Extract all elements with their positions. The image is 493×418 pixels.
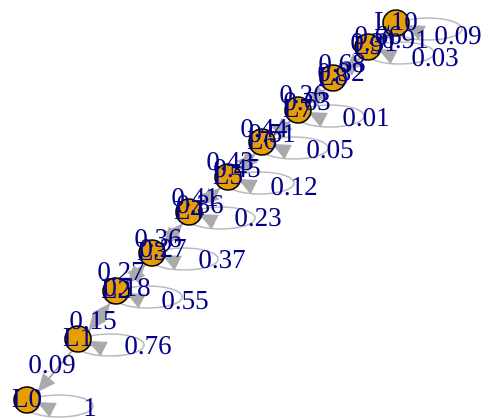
edge-arrowhead-l8-l7 <box>309 85 329 104</box>
self-loop-arrowhead-L3 <box>162 255 182 271</box>
node-l8 <box>319 64 347 92</box>
self-loop-arrowhead-L2 <box>126 293 146 309</box>
edge-arrowhead-l5-l4 <box>200 187 220 206</box>
self-loop-arrowhead-L10 <box>406 25 426 41</box>
node-l1 <box>64 325 92 353</box>
node-label-l9: L9 <box>353 30 383 60</box>
self-loop-arrowhead-L9 <box>378 49 398 65</box>
edges-layer <box>24 17 463 418</box>
edge-label-l8-l7: 0.32 <box>317 57 364 87</box>
node-label-l6: L6 <box>247 125 277 155</box>
edge-arrowhead-l1-l0 <box>37 373 56 392</box>
edge-label-l6-l5: 0.44 <box>240 113 288 143</box>
edge-label-l7-l8: 0.63 <box>283 86 330 116</box>
node-label-l5: L5 <box>213 160 243 190</box>
node-l5 <box>214 163 242 191</box>
self-loop-arrowhead-L5 <box>238 179 258 195</box>
edge-label-l9-l10: 0.66 <box>354 20 401 50</box>
edge-label-l6-l6: 0.05 <box>306 134 353 164</box>
node-l10 <box>382 9 410 37</box>
edge-label-l7-l6: 0.36 <box>279 79 326 109</box>
edge-arrowhead-l2-l1 <box>88 311 106 331</box>
self-loop-arrowhead-L4 <box>199 214 219 230</box>
edge-label-l2-l2: 0.55 <box>161 285 208 315</box>
node-label-l10: L10 <box>374 6 418 36</box>
edge-label-l2-l3: 0.18 <box>103 272 150 302</box>
edge-label-l9-l9: 0.03 <box>411 42 458 72</box>
edge-label-l1-l2: 0.15 <box>69 305 116 335</box>
node-label-l8: L8 <box>318 61 348 91</box>
self-loop-arrowhead-L0 <box>37 402 57 418</box>
self-loop-arrowhead-L1 <box>88 341 108 357</box>
node-label-l0: L0 <box>12 383 42 413</box>
self-loop-arrowhead-L6 <box>272 144 292 160</box>
edge-label-l2-l1: 0.27 <box>97 256 144 286</box>
edge-arrowhead-l4-l3 <box>162 226 181 246</box>
node-label-l4: L4 <box>174 195 204 225</box>
node-l9 <box>354 33 382 61</box>
node-l7 <box>284 96 312 124</box>
node-label-l1: L1 <box>63 322 93 352</box>
edge-label-l9-l8: 0.31 <box>350 27 397 57</box>
edge-label-l4-l3: 0.41 <box>171 182 218 212</box>
nodes-layer <box>13 9 410 414</box>
node-l4 <box>175 198 203 226</box>
edge-label-l7-l7: 0.01 <box>342 102 389 132</box>
edge-label-l6-l7: 0.51 <box>248 118 295 148</box>
edge-label-l3-l2: 0.36 <box>134 223 181 253</box>
edge-label-l4-l4: 0.23 <box>234 202 281 232</box>
edge-label-l5-l4: 0.43 <box>206 146 253 176</box>
edge-arrowhead-l6-l5 <box>239 151 258 170</box>
edge-label-l8-l9: 0.68 <box>318 48 365 78</box>
node-l6 <box>248 128 276 156</box>
self-loop-arrowhead-L7 <box>308 112 328 128</box>
node-label-l7: L7 <box>283 93 313 123</box>
edge-label-l10-l10: 0.09 <box>434 20 481 50</box>
edge-label-l3-l3: 0.37 <box>198 244 245 274</box>
edge-arrowhead-l7-l6 <box>273 117 293 136</box>
edge-label-l5-l5: 0.12 <box>270 171 317 201</box>
node-label-l3: L3 <box>137 236 167 266</box>
labels-layer: 1 0.09 0.76 0.15 0.27 0.55 0.18 0.36 0.37 0.27 0.4… <box>12 6 482 418</box>
node-l3 <box>138 239 166 267</box>
edge-arrowhead-l3-l2 <box>127 265 146 284</box>
edge-label-l1-l1: 0.76 <box>124 330 171 360</box>
node-label-l2: L2 <box>101 274 131 304</box>
edge-label-l1-l0: 0.09 <box>28 349 75 379</box>
edge-label-l0-l0: 1 <box>83 392 97 418</box>
edge-label-l4-l5: 0.36 <box>176 189 223 219</box>
node-l0 <box>13 386 41 414</box>
edge-label-l10-l9: 0.91 <box>381 24 428 54</box>
edge-label-l3-l4: 0.27 <box>139 233 186 263</box>
edge-label-l5-l6: 0.45 <box>213 153 260 183</box>
node-l2 <box>102 277 130 305</box>
edge-arrowhead-l9-l8 <box>344 53 364 72</box>
